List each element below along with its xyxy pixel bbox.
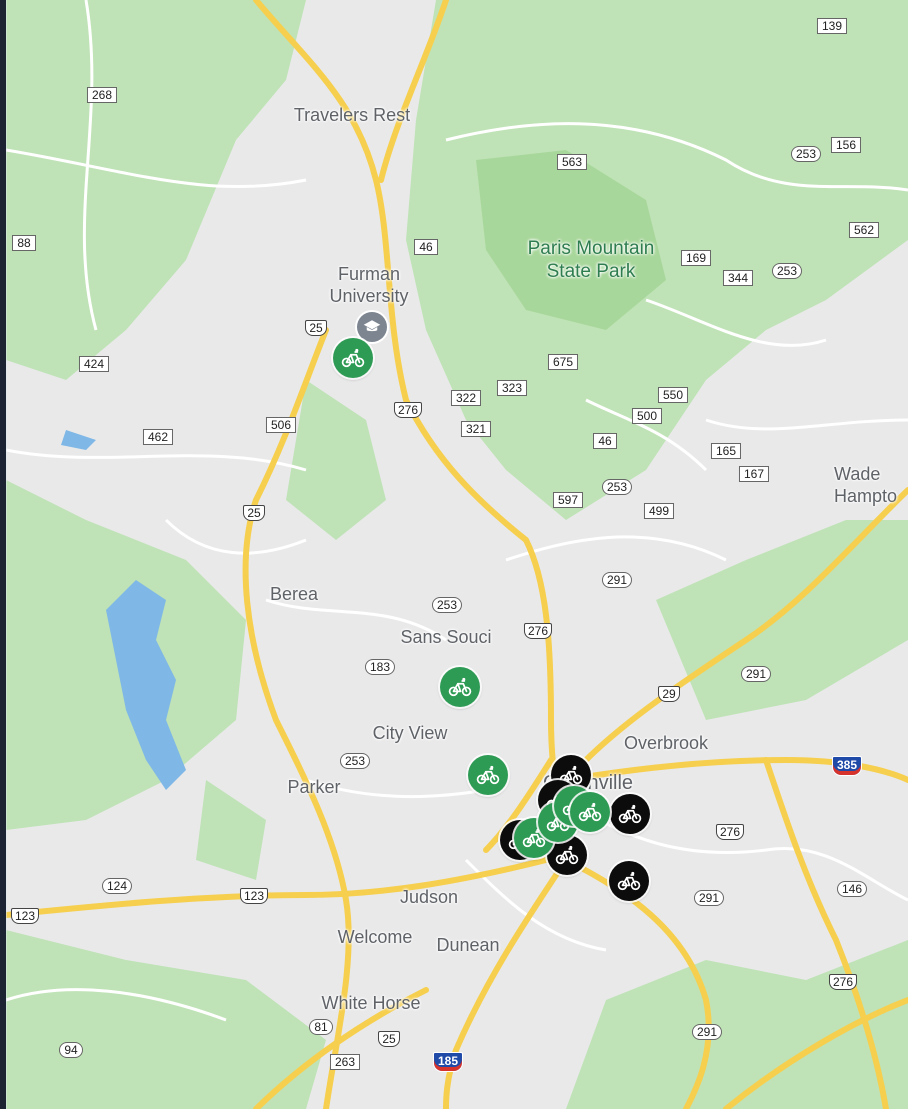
route-shield: 165 [710, 443, 742, 459]
place-welcome: Welcome [337, 927, 413, 947]
route-shield: 321 [460, 421, 492, 437]
route-shield: 323 [496, 380, 528, 396]
route-shield: 146 [836, 881, 868, 897]
route-shield: 253 [790, 146, 822, 162]
route-shield: 675 [547, 354, 579, 370]
route-shield: 46 [414, 239, 438, 255]
route-shield: 25 [243, 505, 265, 521]
place-paris-mountain[interactable]: Paris Mountain State Park [527, 238, 655, 282]
route-shield: 139 [816, 18, 848, 34]
route-shield: 94 [59, 1042, 83, 1058]
route-shield: 253 [339, 753, 371, 769]
route-shield: 563 [556, 154, 588, 170]
place-judson: Judson [399, 887, 459, 907]
bike-dock-marker[interactable] [468, 755, 508, 795]
route-shield: 550 [657, 387, 689, 403]
route-shield: 253 [431, 597, 463, 613]
route-shield: 263 [329, 1054, 361, 1070]
route-shield: 253 [601, 479, 633, 495]
interstate-shield: 185 [432, 1052, 464, 1072]
bike-dock-marker[interactable] [333, 338, 373, 378]
bicycle-icon [617, 801, 643, 827]
route-shield: 562 [848, 222, 880, 238]
route-shield: 183 [364, 659, 396, 675]
route-shield: 25 [305, 320, 327, 336]
route-shield: 276 [828, 974, 858, 990]
route-shield: 291 [740, 666, 772, 682]
route-shield: 291 [601, 572, 633, 588]
route-shield: 276 [523, 623, 553, 639]
route-shield: 81 [309, 1019, 333, 1035]
interstate-shield: 385 [831, 756, 863, 776]
route-shield: 123 [239, 888, 269, 904]
route-shield: 29 [658, 686, 680, 702]
route-shield: 276 [393, 402, 423, 418]
place-travelers-rest: Travelers Rest [293, 105, 411, 125]
mountain-shading [476, 150, 666, 330]
bicycle-icon [475, 762, 501, 788]
route-shield: 291 [693, 890, 725, 906]
route-shield: 156 [830, 137, 862, 153]
route-shield: 253 [771, 263, 803, 279]
bike-dock-marker[interactable] [570, 792, 610, 832]
route-shield: 322 [450, 390, 482, 406]
route-shield: 25 [378, 1031, 400, 1047]
place-furman-university[interactable]: Furman University [329, 264, 409, 306]
graduation-cap-icon[interactable] [357, 312, 387, 342]
bike-dock-marker[interactable] [440, 667, 480, 707]
bicycle-icon [521, 825, 547, 851]
route-shield: 276 [715, 824, 745, 840]
bike-dock-marker[interactable] [610, 794, 650, 834]
bicycle-icon [554, 842, 580, 868]
route-shield: 291 [691, 1024, 723, 1040]
route-shield: 499 [643, 503, 675, 519]
place-dunean: Dunean [436, 935, 500, 955]
place-white-horse: White Horse [321, 993, 421, 1013]
bicycle-icon [558, 762, 584, 788]
route-shield: 462 [142, 429, 174, 445]
place-wade-hampton: Wade Hampto [834, 464, 898, 506]
route-shield: 424 [78, 356, 110, 372]
bicycle-icon [577, 799, 603, 825]
route-shield: 46 [593, 433, 617, 449]
bike-dock-marker[interactable] [609, 861, 649, 901]
place-overbrook: Overbrook [623, 733, 709, 753]
bicycle-icon [340, 345, 366, 371]
bicycle-icon [616, 868, 642, 894]
place-parker: Parker [287, 777, 341, 797]
route-shield: 506 [265, 417, 297, 433]
route-shield: 124 [101, 878, 133, 894]
place-sans-souci: Sans Souci [400, 627, 492, 647]
bicycle-icon [447, 674, 473, 700]
route-shield: 597 [552, 492, 584, 508]
map-canvas[interactable]: Travelers Rest Furman University Paris M… [6, 0, 908, 1109]
route-shield: 167 [738, 466, 770, 482]
place-city-view: City View [372, 723, 448, 743]
route-shield: 500 [631, 408, 663, 424]
lake-water [61, 430, 186, 790]
route-shield: 344 [722, 270, 754, 286]
route-shield: 123 [10, 908, 40, 924]
route-shield: 268 [86, 87, 118, 103]
map-base-layer [6, 0, 908, 1109]
route-shield: 169 [680, 250, 712, 266]
route-shield: 88 [12, 235, 36, 251]
place-berea: Berea [269, 584, 319, 604]
